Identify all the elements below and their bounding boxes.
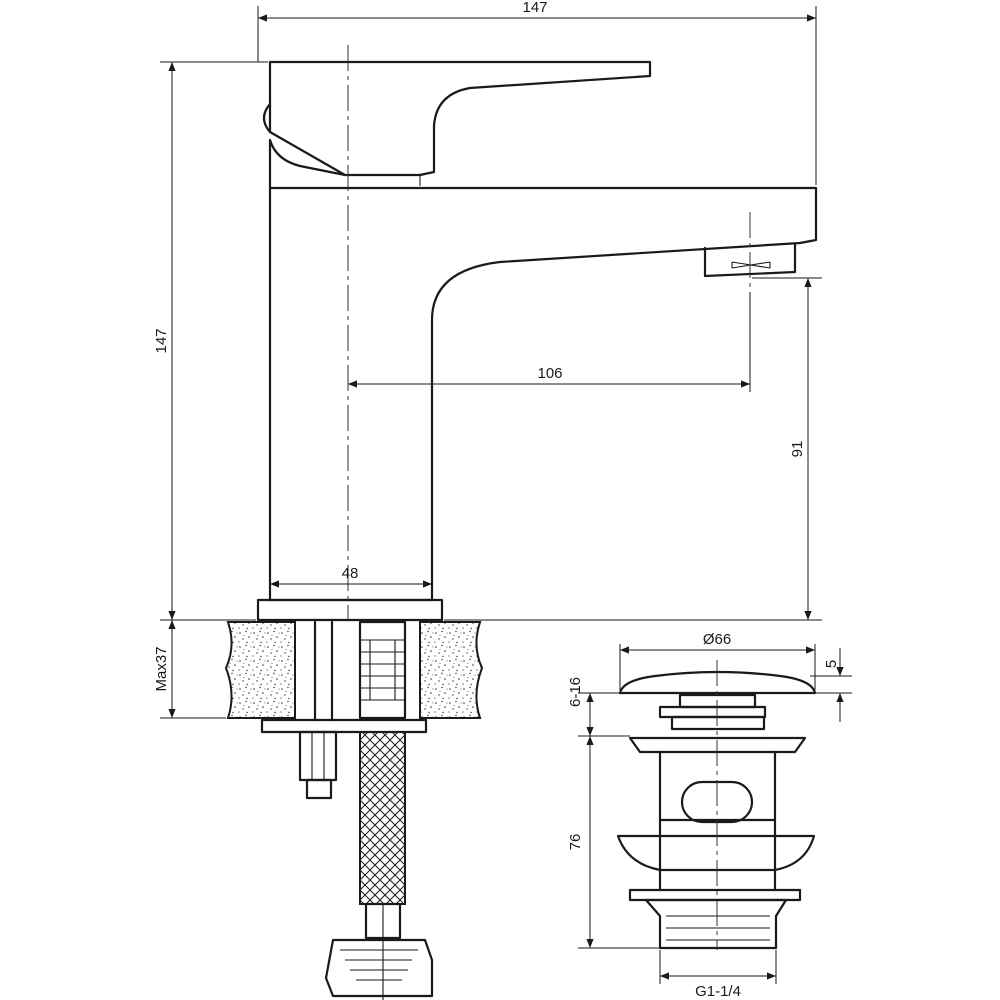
braided-hose (359, 731, 406, 905)
dim-body-width: 48 (342, 565, 359, 582)
countertop-section (224, 619, 484, 1000)
faucet-base (256, 598, 444, 622)
dim-clamp-range: 6-16 (567, 677, 584, 707)
mounting-plate (260, 718, 428, 734)
dim-overall-height: 147 (153, 328, 170, 353)
dim-cap-thickness: 5 (823, 660, 840, 668)
drain-washer (616, 834, 816, 872)
countertop-right (419, 621, 484, 719)
faucet-handle (268, 60, 652, 177)
hose-connector (358, 620, 407, 720)
countertop-left (224, 621, 296, 719)
faucet-body (268, 186, 818, 602)
hose-nut (324, 938, 434, 998)
drain-locknut (628, 888, 802, 902)
dim-drain-diameter: Ø66 (703, 631, 731, 648)
cartridge-cap (268, 138, 347, 190)
dimension-lines (160, 6, 852, 984)
drain-tail (644, 898, 788, 950)
drain-flange (628, 736, 807, 754)
stud-nut (298, 730, 338, 782)
dim-max-countertop: Max37 (153, 646, 170, 691)
faucet-side-view (256, 60, 818, 622)
dim-spout-reach: 106 (537, 365, 562, 382)
dim-spout-height: 91 (789, 441, 806, 458)
dim-drain-thread: G1-1/4 (695, 983, 741, 1000)
dim-drain-length: 76 (567, 834, 584, 851)
handle-pivot (262, 102, 272, 134)
dim-overall-width: 147 (522, 0, 547, 16)
